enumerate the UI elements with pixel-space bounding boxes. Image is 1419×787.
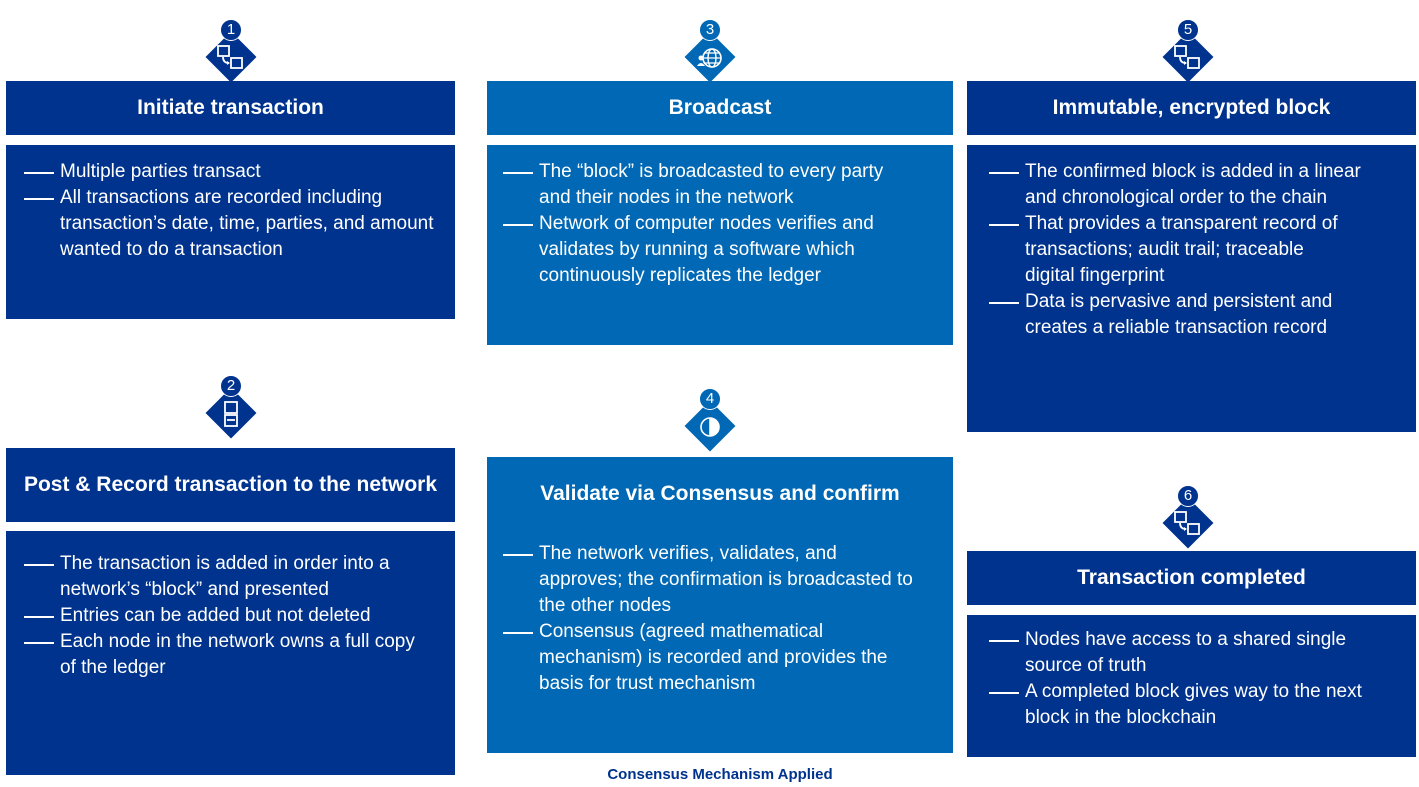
step-number: 3 bbox=[699, 19, 721, 41]
bullet: The “block” is broadcasted to every part… bbox=[503, 159, 953, 211]
bullet: Nodes have access to a shared single sou… bbox=[989, 627, 1416, 679]
step-number: 5 bbox=[1177, 19, 1199, 41]
transfer-icon bbox=[1174, 511, 1200, 535]
step-body: The network verifies, validates, and app… bbox=[487, 531, 953, 753]
bullet: Each node in the network owns a full cop… bbox=[24, 629, 455, 681]
step-1-badge: 1 bbox=[205, 19, 257, 83]
bullet: Network of computer nodes verifies and v… bbox=[503, 211, 953, 289]
bullet: Entries can be added but not deleted bbox=[24, 603, 455, 629]
bullet: That provides a transparent record of tr… bbox=[989, 211, 1416, 289]
step-3-badge: 3 bbox=[684, 19, 736, 83]
step-6-badge: 6 bbox=[1162, 485, 1214, 549]
step-title: Transaction completed bbox=[967, 551, 1416, 605]
step-number: 4 bbox=[699, 388, 721, 410]
bullet: The transaction is added in order into a… bbox=[24, 551, 455, 603]
step-body: The “block” is broadcasted to every part… bbox=[487, 145, 953, 345]
transfer-icon bbox=[217, 45, 243, 69]
consensus-footnote: Consensus Mechanism Applied bbox=[607, 766, 833, 783]
bullet: All transactions are recorded including … bbox=[24, 185, 455, 263]
bullet: The network verifies, validates, and app… bbox=[503, 541, 953, 619]
step-title: Initiate transaction bbox=[6, 81, 455, 135]
step-body: Multiple parties transact All transactio… bbox=[6, 145, 455, 319]
step-5-badge: 5 bbox=[1162, 19, 1214, 83]
step-number: 6 bbox=[1177, 485, 1199, 507]
step-body: The confirmed block is added in a linear… bbox=[967, 145, 1416, 432]
step-number: 2 bbox=[220, 375, 242, 397]
step-title: Broadcast bbox=[487, 81, 953, 135]
bullet: A completed block gives way to the next … bbox=[989, 679, 1416, 731]
bullet: Consensus (agreed mathematical mechanism… bbox=[503, 619, 953, 697]
step-title: Validate via Consensus and confirm bbox=[487, 457, 953, 531]
step-body: The transaction is added in order into a… bbox=[6, 531, 455, 775]
step-title: Immutable, encrypted block bbox=[967, 81, 1416, 135]
step-number: 1 bbox=[220, 19, 242, 41]
bullet: Data is pervasive and persistent and cre… bbox=[989, 289, 1416, 341]
step-title: Post & Record transaction to the network bbox=[6, 448, 455, 522]
step-4-badge: 4 bbox=[684, 388, 736, 452]
bullet: The confirmed block is added in a linear… bbox=[989, 159, 1416, 211]
consensus-icon bbox=[700, 417, 720, 437]
step-2-badge: 2 bbox=[205, 375, 257, 439]
globe-network-icon bbox=[697, 48, 722, 68]
record-icon bbox=[224, 401, 238, 427]
transfer-icon bbox=[1174, 45, 1200, 69]
bullet: Multiple parties transact bbox=[24, 159, 455, 185]
step-body: Nodes have access to a shared single sou… bbox=[967, 615, 1416, 757]
